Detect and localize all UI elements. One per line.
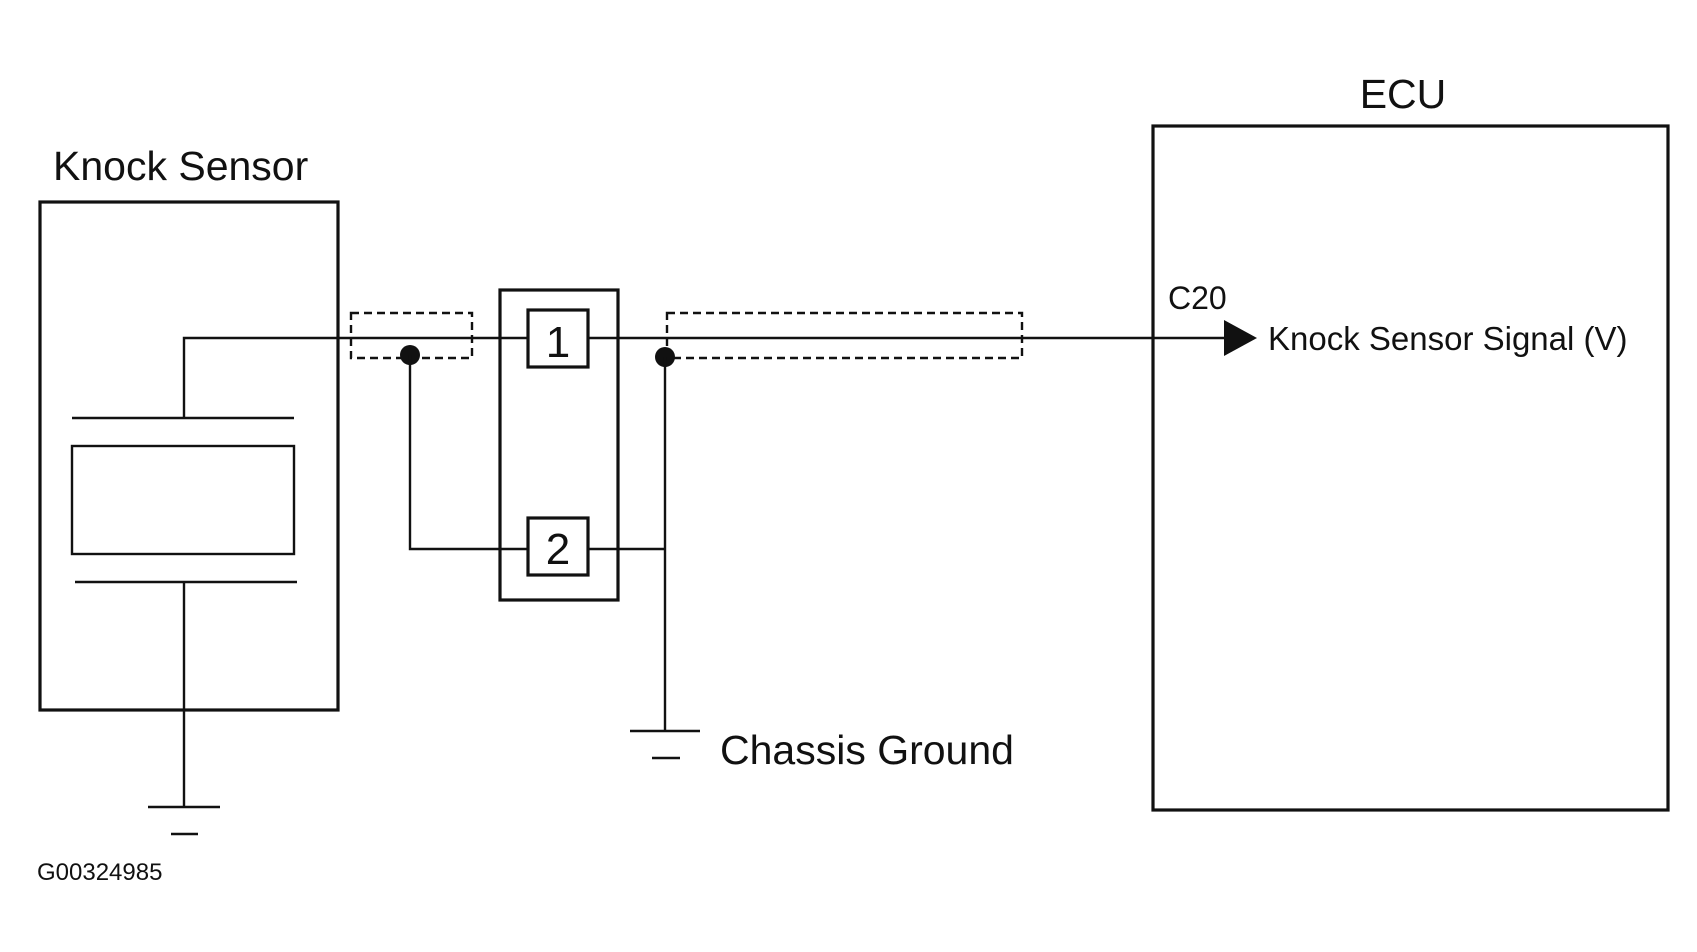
connector-pin-1 bbox=[526, 308, 590, 369]
connector-pin-1-label: 1 bbox=[546, 318, 570, 367]
signal-wire-sensor-side bbox=[182, 336, 528, 418]
ecu-label: ECU bbox=[1360, 71, 1447, 117]
connector-pin-2 bbox=[526, 516, 590, 577]
figure-id: G00324985 bbox=[37, 859, 162, 886]
shield-ecu-side bbox=[665, 311, 1024, 360]
chassis-ground-label: Chassis Ground bbox=[720, 727, 1014, 773]
ecu-box bbox=[1151, 124, 1670, 812]
piezo-element bbox=[70, 444, 296, 556]
connector-housing bbox=[498, 288, 620, 602]
knock-sensor-label: Knock Sensor bbox=[53, 143, 308, 189]
ecu-terminal-label: C20 bbox=[1168, 280, 1227, 316]
knock-sensor-box bbox=[38, 200, 340, 712]
signal-arrow-icon bbox=[1224, 320, 1257, 356]
knock-sensor-signal-label: Knock Sensor Signal (V) bbox=[1268, 320, 1628, 357]
shield-drain-wire bbox=[408, 355, 528, 551]
connector-pin-2-label: 2 bbox=[546, 525, 570, 574]
